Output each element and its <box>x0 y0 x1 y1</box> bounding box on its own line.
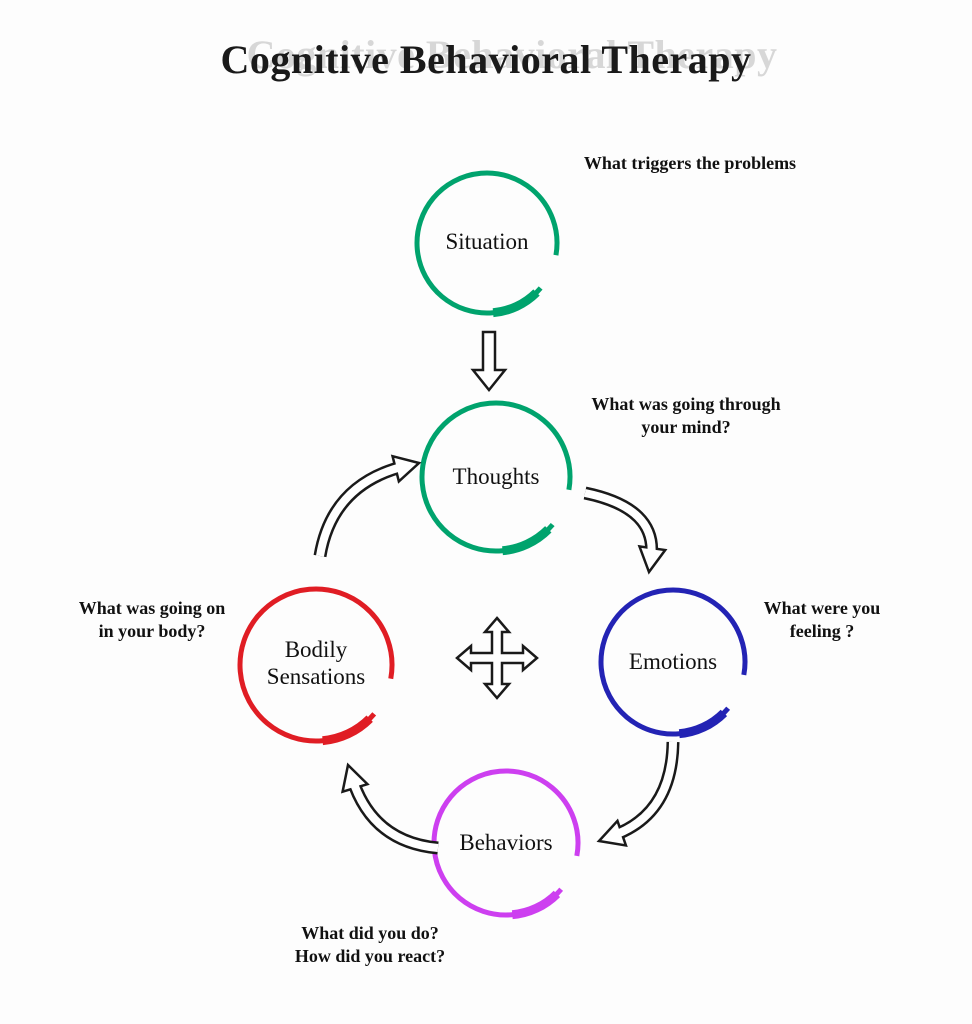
situation-ring <box>414 170 560 316</box>
four-direction-arrows-icon <box>455 616 539 700</box>
situation-circle <box>414 170 560 318</box>
behaviors-ring <box>431 768 581 918</box>
annotation-behaviors: What did you do? How did you react? <box>294 923 446 966</box>
emotions-ring-tail <box>678 709 728 739</box>
arrow-thoughts-to-emotions <box>583 486 668 575</box>
emotions-circle <box>598 587 748 739</box>
annotation-thoughts: What was going through your mind? <box>591 394 781 437</box>
node-label-bodily-sensations: Bodily Sensations <box>266 637 366 689</box>
thoughts-ring-tail <box>501 526 552 556</box>
node-label-behaviors: Behaviors <box>459 830 553 855</box>
situation-ring-tail <box>492 289 540 318</box>
bodily-sensations-circle <box>237 586 395 746</box>
arrow-situation-to-thoughts <box>470 330 508 393</box>
page-title: Cognitive Behavioral Therapy <box>220 37 752 82</box>
arrow-emotions-to-behaviors <box>596 741 680 848</box>
annotation-bodily-sensations: What was going on in your body? <box>78 598 226 641</box>
emotions-ring <box>598 587 748 737</box>
annotation-emotions: What were you feeling ? <box>763 598 881 641</box>
arrow-bodily-sensations-to-thoughts <box>313 454 422 558</box>
node-label-thoughts: Thoughts <box>452 464 540 489</box>
behaviors-ring-tail <box>511 890 561 920</box>
annotation-situation: What triggers the problems <box>583 153 797 173</box>
node-label-emotions: Emotions <box>628 649 718 674</box>
bodily-sensations-ring-tail <box>322 715 373 746</box>
arrow-behaviors-to-bodily-sensations <box>340 762 439 855</box>
node-label-situation: Situation <box>445 229 529 254</box>
behaviors-circle <box>431 768 581 920</box>
bodily-sensations-ring <box>237 586 395 744</box>
